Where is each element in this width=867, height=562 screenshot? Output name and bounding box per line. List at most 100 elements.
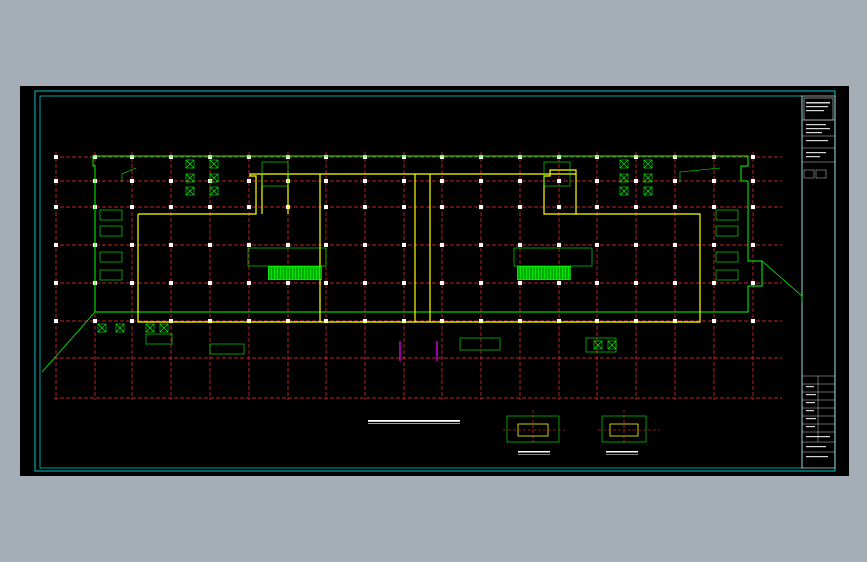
column-dot <box>634 205 638 209</box>
equipment-box <box>619 186 629 196</box>
corner-detail <box>679 167 721 182</box>
column-dot <box>440 205 444 209</box>
column-dot <box>440 281 444 285</box>
equipment-cross <box>159 323 169 333</box>
equipment-box <box>209 159 219 169</box>
column-dot <box>673 205 677 209</box>
column-dot <box>169 319 173 323</box>
column-dot <box>595 179 599 183</box>
booth-left <box>99 269 123 281</box>
column-dot <box>751 179 755 183</box>
column-dot <box>247 155 251 159</box>
column-dot <box>479 243 483 247</box>
column-dot <box>324 179 328 183</box>
column-dot <box>557 319 561 323</box>
column-dot <box>634 319 638 323</box>
equipment-cross <box>185 173 195 183</box>
column-dot <box>324 319 328 323</box>
equipment-box <box>159 323 169 333</box>
column-dot <box>130 243 134 247</box>
lower-room <box>459 337 501 351</box>
column-dot <box>595 281 599 285</box>
equipment-box <box>185 186 195 196</box>
equipment-box <box>209 186 219 196</box>
column-dot <box>479 205 483 209</box>
column-dot <box>208 281 212 285</box>
column-dot <box>634 243 638 247</box>
equipment-box <box>643 173 653 183</box>
drawing-inner-frame <box>39 95 803 469</box>
magenta-markers <box>399 341 438 361</box>
column-dot <box>712 319 716 323</box>
column-dot <box>402 179 406 183</box>
column-dot <box>247 179 251 183</box>
column-dot <box>479 319 483 323</box>
equipment-box <box>619 173 629 183</box>
booth-right <box>715 251 739 263</box>
column-dot <box>751 155 755 159</box>
column-dot <box>595 155 599 159</box>
column-dot <box>712 205 716 209</box>
equipment-cross <box>643 173 653 183</box>
column-dot <box>673 155 677 159</box>
booth-right <box>715 225 739 237</box>
column-dot <box>247 243 251 247</box>
column-dot <box>557 243 561 247</box>
equipment-cross <box>115 323 125 333</box>
equipment-box <box>643 159 653 169</box>
column-dot <box>324 155 328 159</box>
column-dot <box>169 281 173 285</box>
equipment-cross <box>619 173 629 183</box>
column-dot <box>130 205 134 209</box>
column-dot <box>247 205 251 209</box>
column-dot <box>363 205 367 209</box>
detail-view-a <box>503 410 565 455</box>
stair-core-right <box>543 161 571 187</box>
column-dot <box>208 243 212 247</box>
column-dot <box>208 155 212 159</box>
booth-right <box>715 209 739 221</box>
column-dot <box>169 155 173 159</box>
equipment-cross <box>185 159 195 169</box>
equipment-box <box>209 173 219 183</box>
column-dot <box>634 155 638 159</box>
equipment-cross <box>209 159 219 169</box>
equipment-box <box>619 159 629 169</box>
floor-plan-drawing <box>34 90 836 472</box>
equipment-cross <box>643 159 653 169</box>
equipment-cross <box>209 186 219 196</box>
equipment-cross <box>619 186 629 196</box>
column-dot <box>518 319 522 323</box>
column-dot <box>712 243 716 247</box>
equipment-cross <box>607 340 617 350</box>
column-dot <box>595 205 599 209</box>
main-plan-caption <box>368 420 460 424</box>
booth-left <box>99 209 123 221</box>
column-dot <box>440 179 444 183</box>
equipment-cross <box>97 323 107 333</box>
escalator-right <box>513 247 593 280</box>
equipment-box <box>145 323 155 333</box>
lower-room <box>585 337 617 353</box>
column-dot <box>286 243 290 247</box>
column-dot <box>363 319 367 323</box>
column-dot <box>402 319 406 323</box>
interior-walls <box>137 169 701 323</box>
column-dot <box>208 319 212 323</box>
column-dot <box>402 243 406 247</box>
column-dot <box>479 155 483 159</box>
column-dot <box>595 243 599 247</box>
escalator-left <box>247 247 327 280</box>
equipment-cross <box>185 186 195 196</box>
column-dot <box>518 179 522 183</box>
title-block <box>801 95 836 469</box>
cad-model-space[interactable] <box>20 86 849 476</box>
column-dot <box>324 281 328 285</box>
booth-right <box>715 269 739 281</box>
column-dot <box>440 319 444 323</box>
lower-room <box>209 343 245 355</box>
equipment-cross <box>209 173 219 183</box>
stair-core-left <box>261 161 289 187</box>
column-dot <box>634 281 638 285</box>
column-dot <box>479 179 483 183</box>
